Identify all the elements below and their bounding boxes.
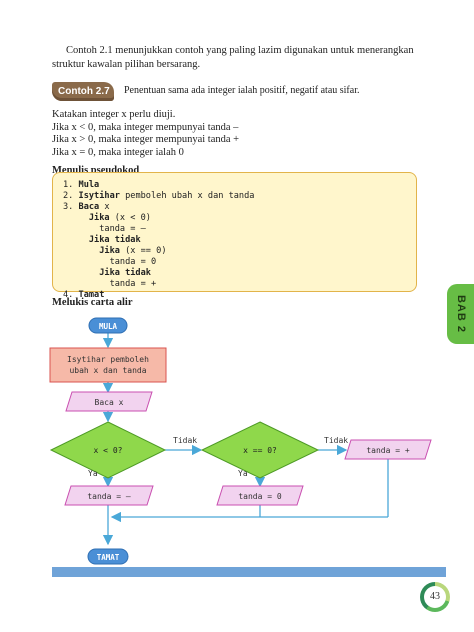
pseudocode-line: 1. Mula — [63, 180, 100, 190]
pseudocode-heading: Menulis pseudokod — [52, 165, 140, 177]
bottom-bar — [52, 567, 446, 577]
output-zero: tanda = 0 — [216, 485, 304, 506]
output-negative: tanda = – — [64, 485, 154, 506]
conditions-list: Katakan integer x perlu diuji. Jika x < … — [52, 109, 239, 178]
start-label: MULA — [99, 322, 118, 331]
flowchart: MULA Isytihar pemboleh ubah x dan tanda … — [49, 317, 432, 565]
pseudocode-line: 2. Isytihar pemboleh ubah x dan tanda — [63, 191, 255, 201]
read-label: Baca x — [95, 398, 124, 407]
pseudocode-line: 4. Tamat — [63, 290, 105, 300]
pseudocode-line: tanda = – — [99, 224, 146, 234]
chapter-tab-label: BAB 2 — [454, 294, 467, 334]
pseudocode-line: 3. Baca x — [63, 202, 110, 212]
intro-line-2: struktur kawalan pilihan bersarang. — [52, 59, 201, 70]
output-negative-label: tanda = – — [87, 492, 131, 501]
output-positive-label: tanda = + — [366, 446, 410, 455]
condition-line: Jika x = 0, maka integer ialah 0 — [52, 146, 184, 158]
declare-label-1: Isytihar pemboleh — [67, 355, 149, 364]
pseudocode-line: tanda = + — [109, 279, 157, 289]
output-zero-label: tanda = 0 — [238, 492, 282, 501]
no-label-2: Tidak — [324, 436, 348, 445]
read-input: Baca x — [65, 391, 153, 412]
example-badge: Contoh 2.7 — [52, 82, 114, 101]
condition-line: Jika x < 0, maka integer mempunyai tanda… — [52, 121, 239, 133]
yes-label-2: Ya — [238, 469, 248, 478]
chapter-tab: BAB 2 — [447, 284, 474, 344]
condition-line: Jika x > 0, maka integer mempunyai tanda… — [52, 134, 240, 146]
decision-2-label: x == 0? — [243, 446, 277, 455]
output-positive: tanda = + — [344, 439, 432, 460]
declare-label-2: ubah x dan tanda — [69, 366, 146, 375]
pseudocode-line: Jika (x == 0) — [99, 246, 167, 256]
start-terminal: MULA — [88, 317, 128, 334]
no-label-1: Tidak — [173, 436, 197, 445]
condition-line: Katakan integer x perlu diuji. — [52, 109, 176, 120]
decision-1-label: x < 0? — [94, 446, 123, 455]
yes-label-1: Ya — [88, 469, 98, 478]
intro-paragraph: Contoh 2.1 menunjukkan contoh yang palin… — [52, 44, 427, 72]
decision-x-zero: x == 0? — [200, 421, 320, 479]
decision-x-negative: x < 0? — [49, 421, 167, 479]
example-description: Penentuan sama ada integer ialah positif… — [124, 85, 360, 96]
flowchart-heading: Melukis carta alir — [52, 297, 133, 308]
pseudocode-line: Jika tidak — [88, 235, 141, 245]
declare-process: Isytihar pemboleh ubah x dan tanda — [49, 347, 167, 383]
pseudocode-line: Jika tidak — [99, 268, 151, 278]
pseudocode-line: tanda = 0 — [109, 257, 157, 267]
end-terminal: TAMAT — [87, 548, 129, 565]
end-label: TAMAT — [97, 553, 120, 562]
page-number-badge: 43 — [420, 582, 450, 612]
page-number: 43 — [424, 586, 446, 608]
flow-arrows — [102, 333, 389, 546]
intro-line-1: Contoh 2.1 menunjukkan contoh yang palin… — [66, 45, 414, 56]
pseudocode-line: Jika (x < 0) — [88, 213, 151, 223]
